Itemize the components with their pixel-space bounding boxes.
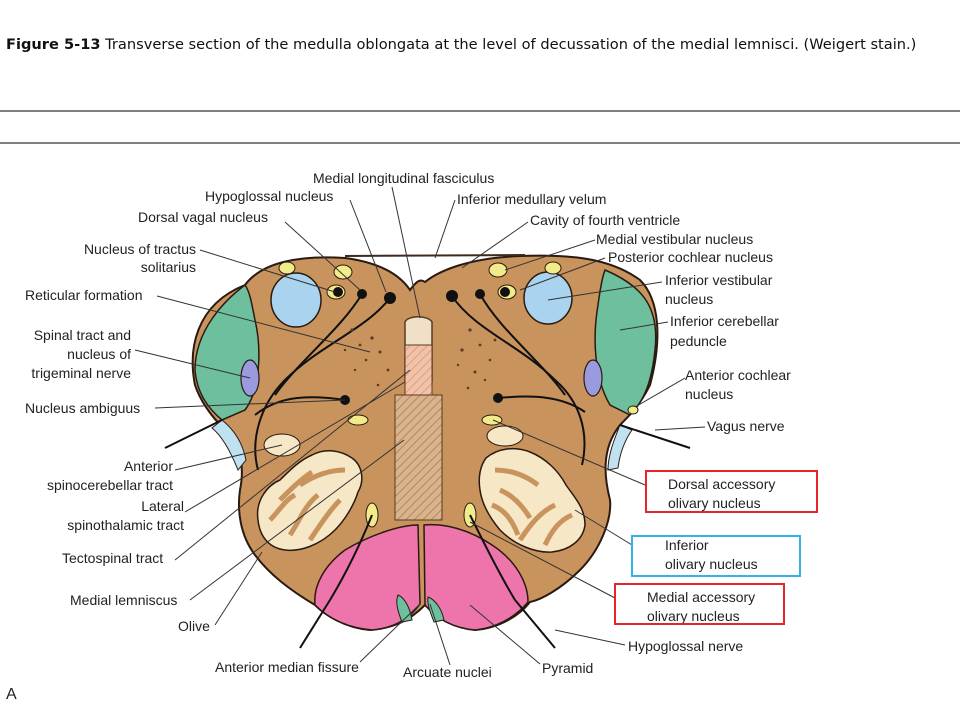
tectospinal-region: [404, 344, 433, 396]
divider-top: [0, 110, 960, 112]
right-yellow-1: [488, 262, 508, 278]
right-hypoglossal-root: [514, 599, 556, 649]
label-anterior-cochlear-1: Anterior cochlear: [685, 367, 791, 383]
divider-bottom: [0, 142, 960, 144]
right-vagus-tract: [607, 424, 633, 471]
label-hypoglossal-nerve: Hypoglossal nerve: [628, 638, 744, 654]
label-medial-vestibular-nucleus: Medial vestibular nucleus: [596, 231, 754, 247]
label-inferior-vestibular-2: nucleus: [665, 291, 714, 307]
left-yellow-1: [278, 261, 296, 275]
right-nucleus-dot-3: [500, 287, 510, 297]
label-inferior-olivary-2: olivary nucleus: [665, 556, 758, 572]
right-yellow-3: [544, 261, 562, 275]
label-tectospinal-tract: Tectospinal tract: [62, 550, 164, 566]
figure-number: Figure 5-13: [6, 36, 101, 53]
left-vagus-nerve-root: [164, 419, 223, 449]
left-yellow-2: [333, 264, 353, 280]
label-olive: Olive: [178, 618, 210, 634]
label-anterior-spinocerebellar-1: Anterior: [123, 458, 173, 474]
panel-letter: A: [6, 686, 17, 703]
label-medial-accessory-2: olivary nucleus: [647, 608, 740, 624]
left-pyramid: [314, 524, 421, 631]
label-pyramid: Pyramid: [542, 660, 594, 676]
label-nucleus-tractus-1: Nucleus of tractus: [83, 241, 196, 257]
label-spinal-tract-3: trigeminal nerve: [31, 365, 131, 381]
label-medial-lemniscus: Medial lemniscus: [70, 592, 178, 608]
label-dorsal-vagal-nucleus: Dorsal vagal nucleus: [138, 209, 268, 225]
highlight-dorsal-accessory: [645, 470, 818, 513]
left-anterior-spinocerebellar: [211, 419, 247, 471]
left-hypoglossal-root: [299, 599, 331, 649]
medial-lemniscus-region: [394, 394, 443, 521]
label-lateral-spinothalamic-1: Lateral: [141, 498, 184, 514]
right-pyramid: [423, 523, 529, 631]
label-hypoglossal-nucleus: Hypoglossal nucleus: [205, 188, 334, 204]
label-spinal-tract-2: nucleus of: [67, 346, 131, 362]
left-nucleus-dot-1: [333, 287, 343, 297]
label-anterior-median-fissure: Anterior median fissure: [215, 659, 359, 675]
caption-text: Transverse section of the medulla oblong…: [105, 36, 917, 53]
label-nucleus-tractus-2: solitarius: [140, 259, 196, 275]
label-dorsal-accessory-1: Dorsal accessory: [668, 476, 776, 492]
label-nucleus-ambiguus: Nucleus ambiguus: [25, 400, 141, 416]
right-cream-oval: [486, 425, 524, 447]
label-posterior-cochlear-nucleus: Posterior cochlear nucleus: [608, 249, 773, 265]
label-cavity-fourth-ventricle: Cavity of fourth ventricle: [530, 212, 681, 228]
label-spinal-tract-1: Spinal tract and: [33, 327, 131, 343]
label-lateral-spinothalamic-2: spinothalamic tract: [67, 517, 184, 533]
left-vestibular-nucleus: [270, 272, 322, 328]
leader-lines: [134, 186, 706, 666]
right-arcuate-nucleus: [427, 596, 445, 623]
label-medial-accessory-1: Medial accessory: [647, 589, 756, 605]
highlight-medial-accessory: [614, 583, 785, 625]
left-inferior-cerebellar-peduncle: [194, 283, 260, 421]
label-inferior-cerebellar-2: peduncle: [670, 333, 727, 349]
label-reticular-formation: Reticular formation: [25, 287, 143, 303]
label-dorsal-accessory-2: olivary nucleus: [668, 495, 761, 511]
label-anterior-spinocerebellar-2: spinocerebellar tract: [46, 477, 173, 493]
label-inferior-medullary-velum: Inferior medullary velum: [457, 191, 607, 207]
highlight-inferior-olivary: [631, 535, 801, 577]
label-vagus-nerve: Vagus nerve: [707, 418, 785, 434]
figure-caption: Figure 5-13 Transverse section of the me…: [6, 36, 956, 53]
inferior-medullary-velum: [344, 254, 526, 257]
right-small-yellow: [627, 405, 639, 415]
label-anterior-cochlear-2: nucleus: [685, 386, 734, 402]
label-arcuate-nuclei: Arcuate nuclei: [403, 664, 492, 680]
label-inferior-vestibular-1: Inferior vestibular: [665, 272, 773, 288]
right-anterior-cochlear: [583, 359, 603, 397]
right-inferior-cerebellar-peduncle: [594, 269, 657, 416]
left-dorsal-accessory: [347, 414, 369, 426]
right-vagus-nerve-root: [619, 424, 691, 449]
label-inferior-olivary-1: Inferior: [665, 537, 709, 553]
right-dorsal-accessory: [481, 414, 503, 426]
reticular-speckles: [343, 328, 497, 390]
label-medial-longitudinal-fasciculus: Medial longitudinal fasciculus: [313, 170, 495, 186]
label-inferior-cerebellar-1: Inferior cerebellar: [670, 313, 779, 329]
